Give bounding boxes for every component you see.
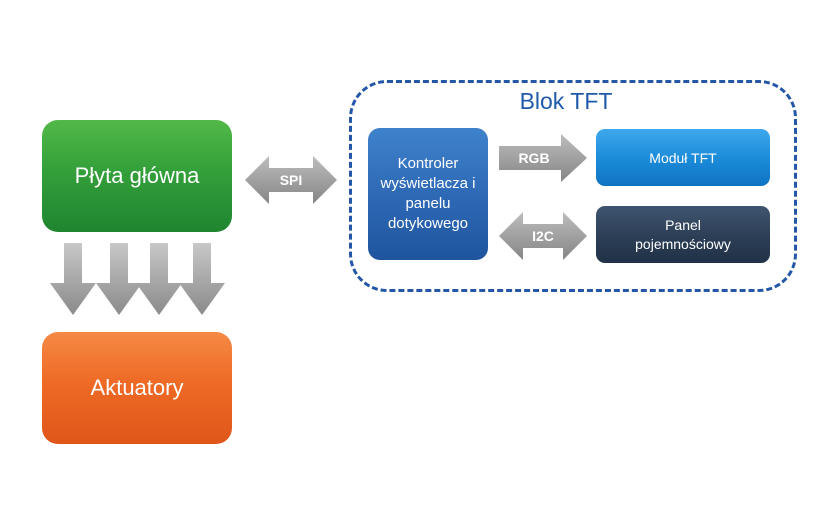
down-arrow-icon (50, 243, 96, 315)
main-board-label: Płyta główna (74, 163, 200, 188)
i2c-label: I2C (532, 228, 554, 244)
main-board-box: Płyta główna (42, 120, 232, 232)
actuators-box: Aktuatory (42, 332, 232, 444)
rgb-right-arrow-icon (499, 134, 587, 182)
tft-module-box: Moduł TFT (596, 129, 770, 186)
down-arrow-icon (136, 243, 182, 315)
rgb-label: RGB (518, 150, 550, 166)
down-arrows-group (50, 243, 225, 315)
actuators-label: Aktuatory (90, 375, 184, 400)
touch-panel-label: Panel pojemnościowy (635, 216, 731, 252)
down-arrow-icon (96, 243, 142, 315)
tft-block-title: Blok TFT (519, 88, 613, 114)
tft-block-container (349, 80, 797, 292)
touch-panel-box: Panel pojemnościowy (596, 206, 770, 263)
spi-double-arrow-icon (245, 156, 337, 204)
i2c-double-arrow-icon (499, 212, 587, 260)
tft-module-label: Moduł TFT (649, 149, 717, 166)
down-arrow-icon (179, 243, 225, 315)
controller-label: Kontroler wyświetlacza i panelu dotykowe… (380, 155, 476, 232)
controller-box: Kontroler wyświetlacza i panelu dotykowe… (368, 128, 488, 260)
spi-label: SPI (279, 172, 303, 188)
